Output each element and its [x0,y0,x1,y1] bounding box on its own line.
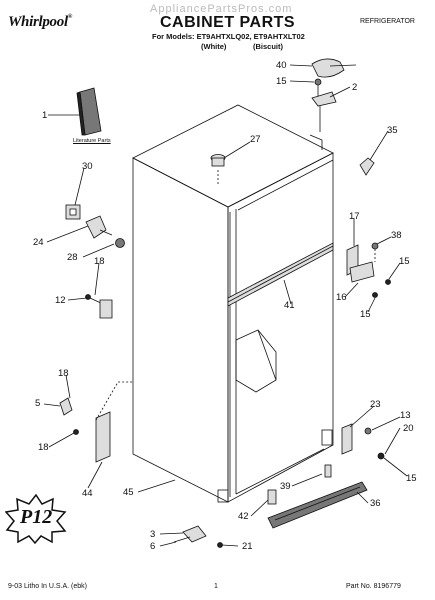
brand-name: Whirlpool [8,14,68,30]
footer-page-number: 1 [214,583,218,590]
brand-registered-mark: ® [67,14,73,20]
callout-label: 40 [276,60,287,71]
refrigerator-cabinet [132,104,334,503]
callout-label: 42 [238,511,249,522]
top-hinge [311,78,337,132]
callout-label: 15 [406,473,417,484]
models-line: For Models: ET9AHTXLQ02, ET9AHTXLT02 [152,32,305,41]
appliance-category: REFRIGERATOR [360,18,415,25]
callout-label: 17 [349,211,360,222]
callout-label: 2 [352,82,358,93]
top-hinge-cover [311,58,357,78]
door-stop-bracket [359,157,375,176]
callout-label: 23 [370,399,381,410]
callout-label: 35 [387,125,398,136]
callout-label: 41 [284,300,295,311]
callout-label: 38 [391,230,402,241]
page-badge-shape [4,493,67,545]
callout-label: 15 [276,76,287,87]
callout-label: 39 [280,481,291,492]
callout-label: 28 [67,252,78,263]
page-title: CABINET PARTS [160,14,296,31]
callout-label: 36 [370,498,381,509]
callout-label: 18 [38,442,49,453]
left-hinge-bracket [85,294,113,319]
callout-label: 15 [360,309,371,320]
brand-logo: Whirlpool® [8,14,72,31]
literature-booklet [76,87,102,136]
center-hinge-assembly [346,242,391,298]
callout-label: 24 [33,237,44,248]
literature-caption: Literature Parts [73,138,111,144]
bottom-hinge-assembly [341,423,385,460]
hinge-hole-plug [210,154,226,185]
callout-label: 45 [123,487,134,498]
callout-label: 18 [94,256,105,267]
lower-fasteners [173,464,332,548]
watermark: AppliancePartsPros.com [150,3,293,15]
callout-label: 27 [250,134,261,145]
callout-label: 44 [82,488,93,499]
callout-label: 5 [35,398,41,409]
callout-label: 21 [242,541,253,552]
callout-leaders [43,64,408,547]
callout-label: 1 [42,110,48,121]
footer-print-info: 9-03 Litho In U.S.A. (ebk) [8,583,87,590]
callout-label: 20 [403,423,414,434]
callout-label: 16 [336,292,347,303]
door-closer-assembly [65,204,125,248]
base-grille [267,481,368,529]
variant-biscuit: (Biscuit) [253,42,283,51]
lower-left-hinge [59,381,133,463]
variant-white: (White) [201,42,227,51]
callout-label: 18 [58,368,69,379]
page-badge-label: P12 [20,506,53,528]
callout-label: 30 [82,161,93,172]
callout-label: 12 [55,295,66,306]
callout-label: 15 [399,256,410,267]
badge-starburst-icon [4,493,67,545]
callout-label: 3 [150,529,156,540]
footer-part-number: Part No. 8196779 [346,583,401,590]
callout-label: 6 [150,541,156,552]
callout-label: 13 [400,410,411,421]
